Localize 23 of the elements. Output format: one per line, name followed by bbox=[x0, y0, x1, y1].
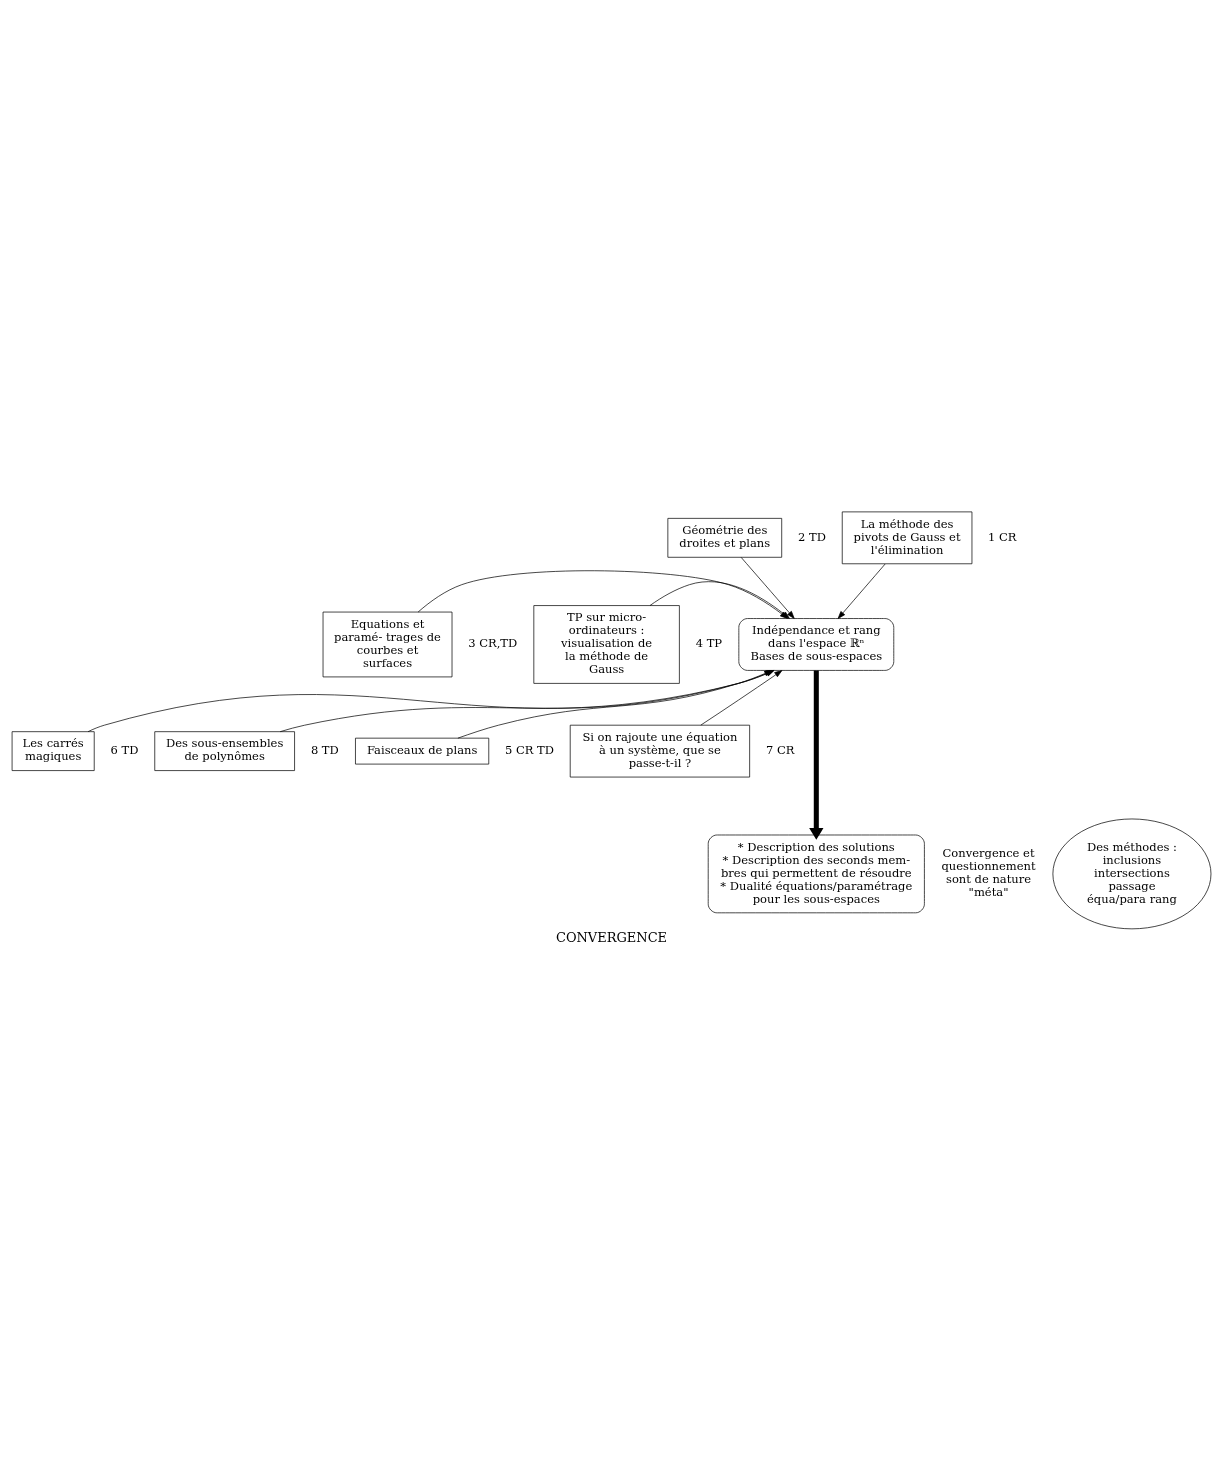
node-label: 4 TP bbox=[695, 636, 723, 651]
node-label: 6 TD bbox=[110, 742, 139, 757]
node-label: 8 TD bbox=[310, 742, 339, 757]
arrow bbox=[809, 670, 824, 840]
node-box: Equations et paramé- trages de courbes et surfaces bbox=[322, 611, 453, 678]
node-box: Si on rajoute une équation à un système, que se passe-t-il ? bbox=[569, 724, 750, 778]
node-box: Des sous-ensembles de polynômes bbox=[154, 731, 295, 771]
node-label: 5 CR TD bbox=[504, 742, 555, 757]
node-box: Faisceaux de plans bbox=[355, 737, 490, 765]
node-label: 1 CR bbox=[987, 529, 1017, 544]
node-box: Géométrie des droites et plans bbox=[667, 518, 783, 558]
node-box: Les carrés magiques bbox=[11, 731, 95, 771]
label: Convergence et questionnement sont de nature "méta" bbox=[941, 846, 1036, 900]
node-label: 2 TD bbox=[798, 529, 826, 544]
node-box: * Description des solutions * Description des seconds mem- bres qui permettent de résoudre * Dualité équations/paramétrage pour les sous-espaces bbox=[707, 834, 925, 914]
node-ellipse: Des méthodes : inclusions intersections passage équa/para rang bbox=[1052, 818, 1212, 930]
arrow bbox=[837, 563, 886, 619]
node-box: Indépendance et rang dans l'espace ℝⁿ Bases de sous-espaces bbox=[738, 618, 895, 671]
node-box: La méthode des pivots de Gauss et l'élimination bbox=[841, 511, 973, 565]
caption: CONVERGENCE bbox=[555, 930, 668, 946]
node-box: TP sur micro- ordinateurs : visualisation de la méthode de Gauss bbox=[533, 605, 680, 684]
node-label: 7 CR bbox=[766, 742, 795, 757]
node-label: 3 CR,TD bbox=[468, 636, 518, 651]
